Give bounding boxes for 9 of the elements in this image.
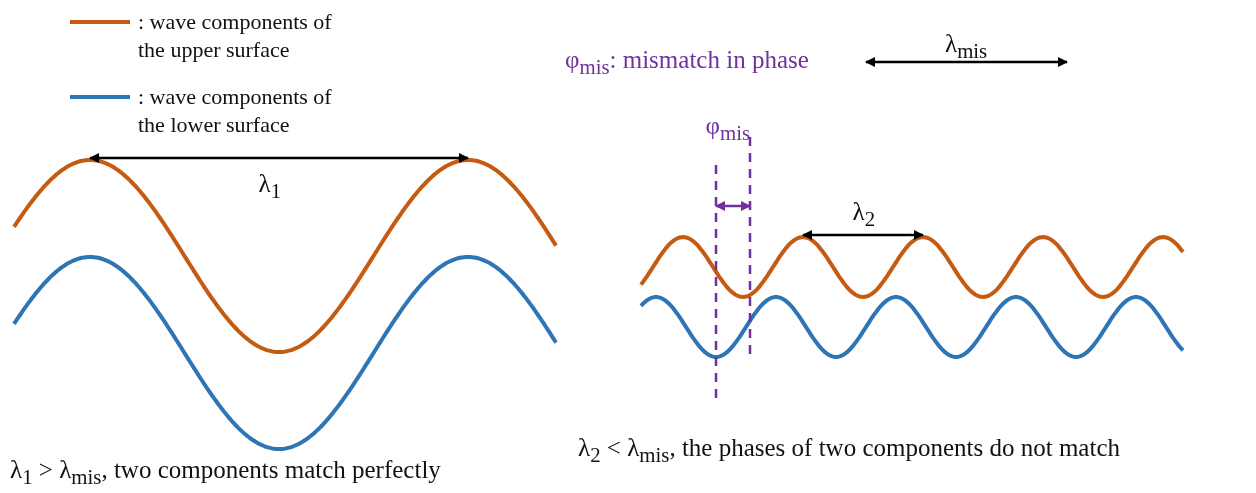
wavelength-label: λ$_{mis}$ [945,30,988,65]
caption-text: λ$_{1}$ > λ$_{mis}$, two components match perfectly [10,456,441,491]
caption-text: λ$_{2}$ < λ$_{mis}$, the phases of two components do not match [578,434,1120,469]
legend-text: : wave components of the upper surface [138,8,333,64]
wavelength-label: λ$_{2}$ [852,198,876,233]
wavelength-label: λ$_{1}$ [258,170,282,205]
phase-mismatch-note: φ$_{mis}$: mismatch in phase [565,46,809,81]
legend-text: : wave components of the lower surface [138,83,333,139]
phase-label: φ$_{mis}$ [705,112,751,147]
